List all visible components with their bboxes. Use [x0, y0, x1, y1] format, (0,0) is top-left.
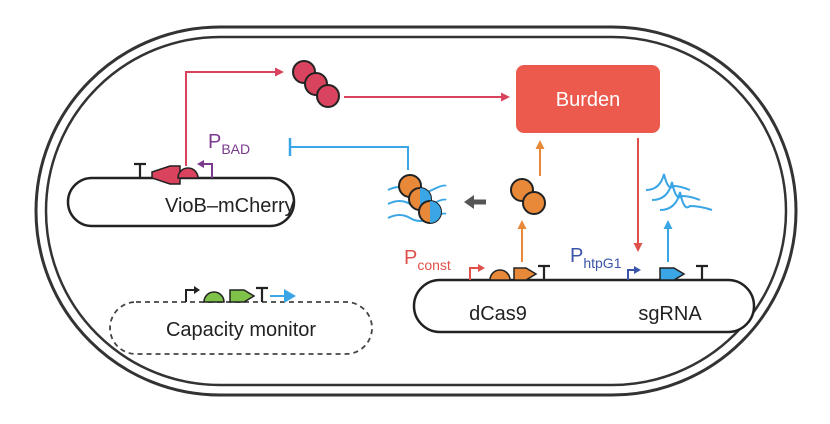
pconst-promoter-icon	[469, 267, 480, 280]
monitor-promoter-icon	[185, 289, 196, 302]
monitor-promoter-arrowhead-icon	[194, 286, 200, 294]
pconst-arrowhead-icon	[478, 264, 485, 272]
viob-mcherry-plasmid: VioB–mCherry	[66, 160, 296, 228]
dcas9-gene-icon	[513, 267, 538, 281]
sgrna-transcript-icon	[645, 173, 713, 211]
repression-arrow	[290, 146, 409, 170]
phtpg1-arrowhead-icon	[634, 266, 641, 274]
pbad-promoter-icon	[202, 163, 213, 178]
dcas9-terminator-icon	[538, 264, 550, 280]
viob-rbs-icon	[177, 167, 199, 179]
sgrna-label: sgRNA	[638, 303, 702, 325]
monitor-rbs-icon	[203, 291, 225, 303]
dcas9-plasmid-body	[412, 278, 756, 334]
dcas9-protein-icon	[510, 178, 546, 215]
phtpg1-label: PhtpG1	[570, 245, 622, 271]
pconst-label: Pconst	[404, 247, 451, 273]
sgrna-terminator-icon	[696, 264, 708, 280]
dcas9-rbs-icon	[489, 269, 511, 281]
dcas9-plasmid-label: dCas9	[469, 303, 527, 325]
viob-gene-icon	[151, 165, 181, 185]
burden-label: Burden	[556, 89, 621, 111]
complex-binding-arrowhead-icon	[464, 195, 474, 209]
cell-inner-membrane	[44, 35, 788, 387]
cell-outer-membrane	[34, 25, 798, 397]
capacity-monitor-body	[109, 301, 373, 355]
dcas9-sgrna-complex-icon	[387, 174, 447, 224]
viob-plasmid-label: VioB–mCherry	[165, 195, 295, 217]
monitor-gfp-gene-icon	[229, 289, 256, 303]
monitor-terminator-icon	[256, 286, 268, 302]
viob-terminator-icon	[134, 162, 146, 178]
burden-box	[516, 65, 660, 133]
capacity-monitor-label: Capacity monitor	[166, 319, 316, 341]
viob-expression-arrow	[185, 67, 284, 166]
monitor-output-arrowhead-icon	[284, 289, 296, 303]
viob-protein-icon	[292, 60, 340, 108]
pbad-label: PBAD	[208, 131, 250, 157]
sgrna-gene-icon	[659, 267, 686, 281]
pbad-arrowhead-icon	[197, 160, 204, 168]
capacity-monitor: Capacity monitor	[109, 286, 373, 355]
dcas9-sgrna-plasmid: dCas9 sgRNA	[412, 264, 756, 334]
phtpg1-promoter-icon	[627, 269, 636, 280]
